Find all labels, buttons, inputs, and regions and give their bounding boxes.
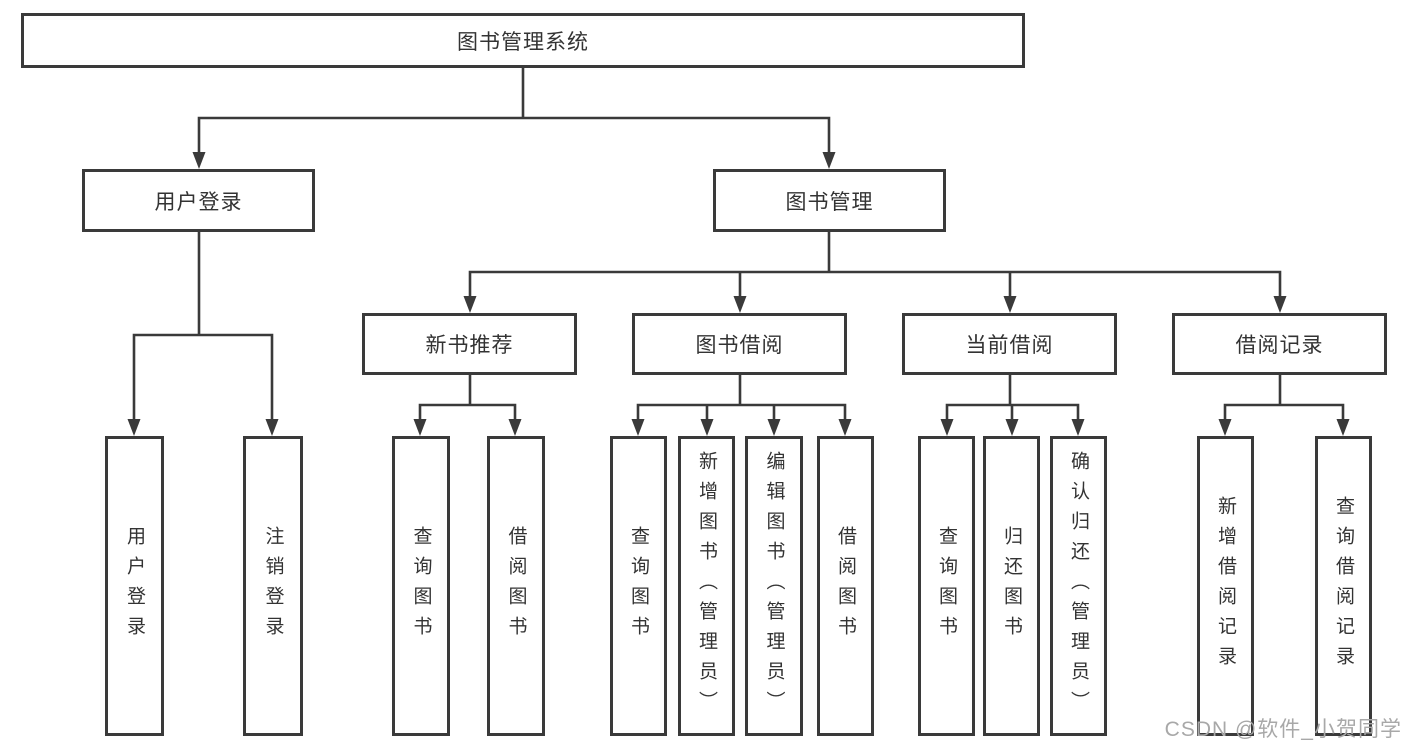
node-leaf-query-borrow-record: 查询借阅记录 xyxy=(1315,436,1372,736)
arrowheads xyxy=(127,152,1350,436)
node-root-library-system: 图书管理系统 xyxy=(21,13,1025,68)
node-leaf-user-login: 用户登录 xyxy=(105,436,164,736)
csdn-watermark: CSDN @软件_小贺同学 xyxy=(1164,718,1402,741)
node-user-login: 用户登录 xyxy=(82,169,315,232)
node-leaf-query-books-1: 查询图书 xyxy=(392,436,450,736)
node-leaf-return-books: 归还图书 xyxy=(983,436,1040,736)
connector-borrowrecords-to-children xyxy=(1223,375,1345,421)
node-leaf-logout: 注销登录 xyxy=(243,436,303,736)
node-leaf-edit-books-admin: 编辑图书（管理员） xyxy=(745,436,803,736)
node-book-borrow: 图书借阅 xyxy=(632,313,847,375)
node-leaf-query-books-3: 查询图书 xyxy=(918,436,975,736)
node-leaf-borrow-books-2: 借阅图书 xyxy=(817,436,874,736)
connector-root-to-level2 xyxy=(197,68,831,153)
connector-currentborrow-to-children xyxy=(945,375,1080,421)
node-leaf-query-books-2: 查询图书 xyxy=(610,436,667,736)
node-leaf-add-borrow-record: 新增借阅记录 xyxy=(1197,436,1254,736)
node-current-borrow: 当前借阅 xyxy=(902,313,1117,375)
node-borrow-records: 借阅记录 xyxy=(1172,313,1387,375)
connector-bookmgmt-to-level3 xyxy=(468,232,1282,297)
node-new-book-recommend: 新书推荐 xyxy=(362,313,577,375)
node-leaf-confirm-return-admin: 确认归还（管理员） xyxy=(1050,436,1107,736)
node-leaf-borrow-books-1: 借阅图书 xyxy=(487,436,545,736)
node-book-management: 图书管理 xyxy=(713,169,946,232)
connector-bookborrow-to-children xyxy=(636,375,847,421)
node-leaf-add-books-admin: 新增图书（管理员） xyxy=(678,436,735,736)
connector-newbookrec-to-children xyxy=(418,375,517,421)
connector-userlogin-to-children xyxy=(132,232,274,421)
